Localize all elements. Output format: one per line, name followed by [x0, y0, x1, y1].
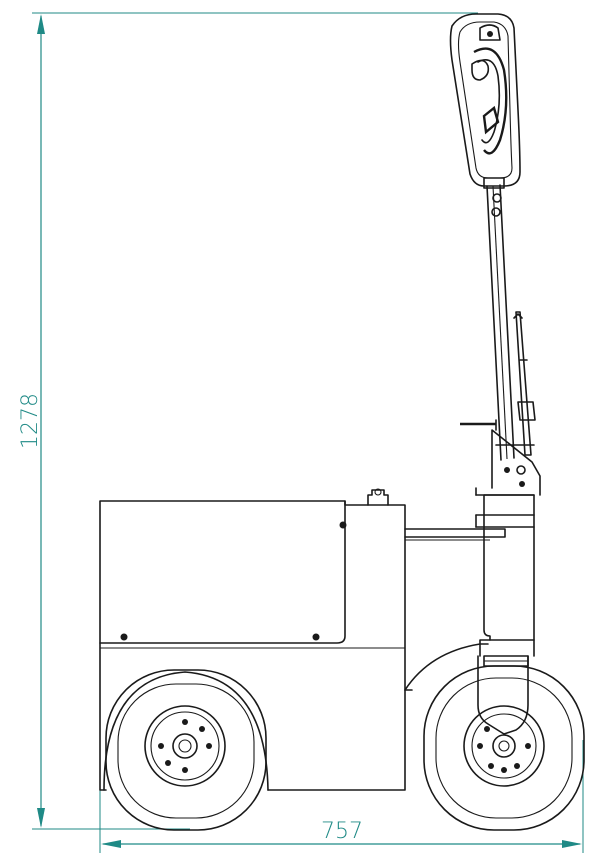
vehicle-body	[99, 488, 506, 791]
tiller-arm	[486, 184, 536, 461]
front-wheel	[423, 665, 585, 831]
height-dimension-label: 1278	[18, 393, 43, 449]
front-fork	[477, 639, 535, 735]
steering-post	[460, 419, 541, 641]
height-dimension	[32, 12, 478, 830]
handle-head	[449, 13, 521, 189]
width-dimension-label: 757	[321, 819, 363, 844]
rear-wheel	[105, 669, 267, 831]
